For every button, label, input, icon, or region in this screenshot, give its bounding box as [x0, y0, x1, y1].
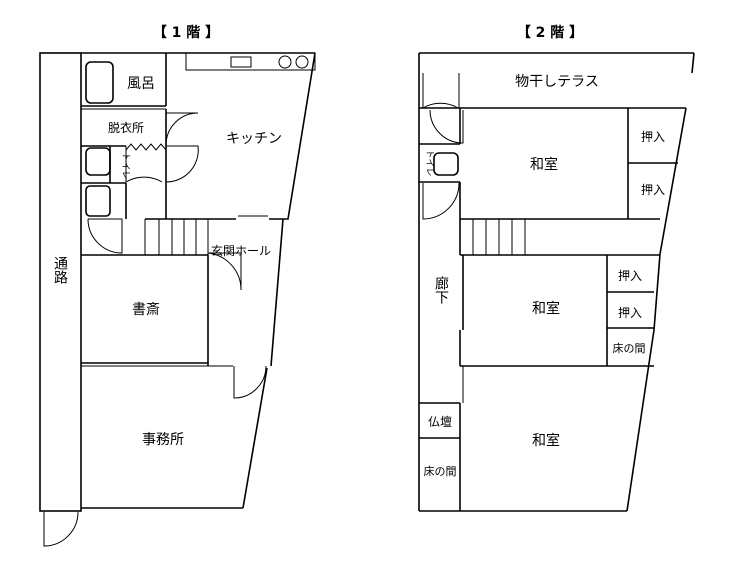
toilet-icon — [433, 152, 459, 176]
room-label-oshiire-3: 押入 — [618, 269, 642, 283]
door-swing-icon — [422, 73, 459, 109]
stove-burner-icon — [295, 55, 309, 69]
bathtub-icon — [85, 61, 114, 104]
floor2-title: 【 2 階 】 — [517, 24, 583, 41]
toilet-icon — [85, 147, 111, 176]
room-label-butsudan: 仏壇 — [428, 414, 452, 429]
door-swing-icon — [165, 145, 199, 183]
room-label-oshiire-1: 押入 — [641, 130, 665, 144]
floor2-plan: 物干しテラス トイレ 和室 押入 押入 廊下 和室 押入 押入 床の間 仏壇 床… — [418, 52, 695, 512]
washing-machine-icon — [85, 185, 111, 217]
room-label-kitchen: キッチン — [226, 131, 282, 147]
room-label-dressing: 脱衣所 — [108, 120, 144, 135]
room-label-passage: 通路 — [52, 256, 68, 284]
passage-outline — [39, 52, 82, 512]
door-swing-icon — [165, 112, 199, 146]
door-swing-icon — [125, 146, 163, 183]
door-swing-icon — [207, 252, 242, 291]
sink-icon — [230, 56, 252, 68]
door-swing-icon — [233, 365, 267, 399]
room-label-bath: 風呂 — [127, 76, 155, 92]
room-label-washitsu-1: 和室 — [530, 156, 558, 173]
room-label-toilet-f2: トイレ — [424, 149, 434, 176]
room-label-oshiire-2: 押入 — [641, 183, 665, 197]
door-swing-icon — [422, 182, 460, 220]
room-label-tokonoma-2: 床の間 — [424, 464, 457, 478]
floor1-plan: 風呂 脱衣所 キッチン トイレ 通路 玄関ホール 書斎 事務所 — [39, 52, 316, 547]
stove-burner-icon — [278, 55, 292, 69]
room-label-oshiire-4: 押入 — [618, 306, 642, 320]
door-swing-icon — [429, 109, 464, 144]
room-label-washitsu-3: 和室 — [532, 432, 560, 449]
floor1-title: 【 1 階 】 — [153, 24, 219, 41]
door-swing-icon — [87, 218, 123, 254]
curtain-icon — [125, 143, 167, 151]
room-label-entrance-hall: 玄関ホール — [211, 243, 271, 258]
room-label-washitsu-2: 和室 — [532, 300, 560, 317]
door-swing-icon — [43, 511, 79, 547]
kitchen-counter — [185, 52, 316, 71]
room-label-study: 書斎 — [132, 301, 160, 318]
room-label-tokonoma-1: 床の間 — [613, 341, 646, 355]
room-label-toilet-f1: トイレ — [120, 152, 130, 179]
room-label-corridor: 廊下 — [433, 275, 449, 304]
room-label-office: 事務所 — [142, 432, 184, 448]
room-label-terrace: 物干しテラス — [515, 74, 599, 90]
